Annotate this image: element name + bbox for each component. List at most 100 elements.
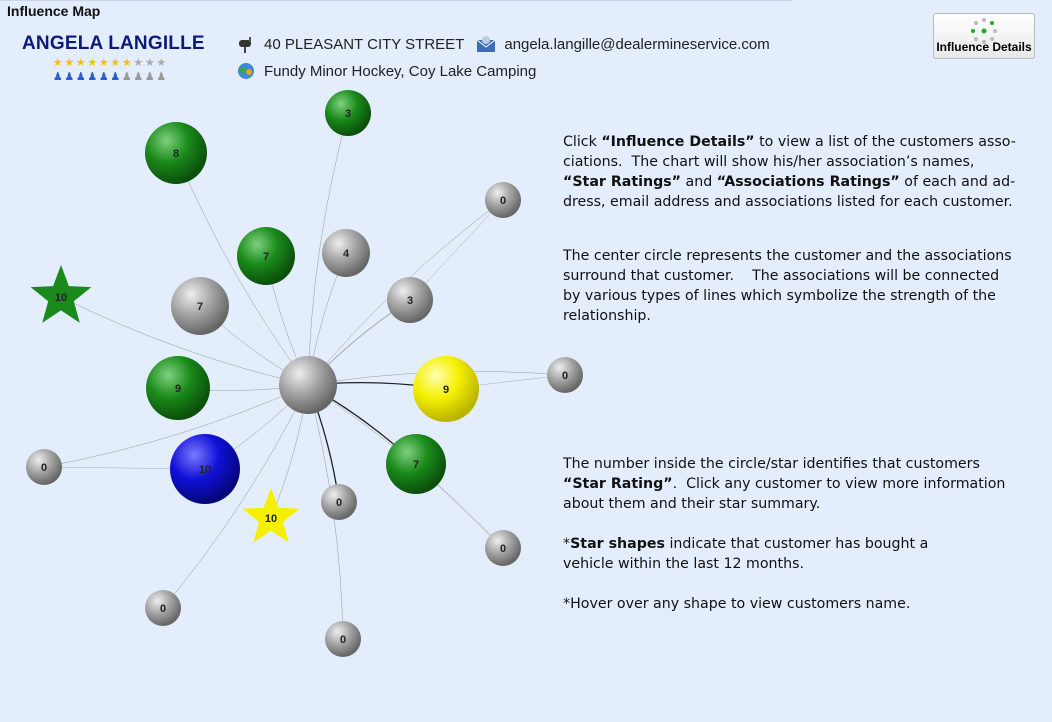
- circle-shape: [145, 122, 207, 184]
- help-line: The number inside the circle/star identi…: [563, 456, 980, 472]
- association-node[interactable]: 0: [485, 530, 521, 566]
- association-person-icon: ♟: [133, 71, 144, 83]
- association-node[interactable]: 0: [325, 621, 361, 657]
- rating-star-icon: ★: [52, 57, 63, 69]
- influence-network-icon: [971, 18, 997, 44]
- association-node[interactable]: 9: [146, 356, 210, 420]
- circle-shape: [170, 434, 240, 504]
- association-person-icon: ♟: [144, 71, 155, 83]
- circle-shape: [413, 356, 479, 422]
- email-text: angela.langille@dealermineservice.com: [504, 35, 770, 53]
- association-person-icon: ♟: [156, 71, 167, 83]
- rating-star-icon: ★: [156, 57, 167, 69]
- association-node[interactable]: 10: [242, 488, 300, 543]
- circle-shape: [547, 357, 583, 393]
- association-person-icon: ♟: [121, 71, 132, 83]
- association-node[interactable]: 7: [386, 434, 446, 494]
- circle-shape: [279, 356, 337, 414]
- circle-shape: [237, 227, 295, 285]
- circle-shape: [146, 356, 210, 420]
- connection-line: [162, 384, 309, 609]
- help-line: “Star Ratings” and “Associations Ratings…: [563, 174, 1016, 190]
- customer-ratings: ★★★★★★★★★★ ♟♟♟♟♟♟♟♟♟♟: [52, 56, 167, 84]
- email-icon: [477, 36, 496, 52]
- association-person-icon: ♟: [75, 71, 86, 83]
- help-line: [563, 514, 1005, 534]
- star-rating-label: 10: [265, 513, 277, 525]
- association-person-icon: ♟: [52, 71, 63, 83]
- circle-shape: [325, 621, 361, 657]
- circle-shape: [145, 590, 181, 626]
- association-node[interactable]: 0: [321, 484, 357, 520]
- association-node[interactable]: 3: [387, 277, 433, 323]
- help-line: Click “Influence Details” to view a list…: [563, 134, 1016, 150]
- association-node[interactable]: 0: [26, 449, 62, 485]
- star-rating-label: 3: [345, 108, 351, 120]
- rating-star-icon: ★: [121, 57, 132, 69]
- circle-shape: [485, 182, 521, 218]
- associations-row: Fundy Minor Hockey, Coy Lake Camping: [236, 62, 536, 80]
- association-node[interactable]: 7: [171, 277, 229, 335]
- star-shape: [30, 265, 92, 323]
- help-paragraph-details: Click “Influence Details” to view a list…: [563, 132, 1016, 212]
- star-rating-label: 4: [343, 248, 350, 260]
- help-line: [563, 574, 1005, 594]
- mailbox-icon: [239, 37, 251, 53]
- star-rating-label: 0: [562, 370, 568, 382]
- association-node[interactable]: 8: [145, 122, 207, 184]
- association-node[interactable]: 4: [322, 229, 370, 277]
- influence-details-button[interactable]: Influence Details: [933, 13, 1035, 59]
- circle-shape: [171, 277, 229, 335]
- association-node[interactable]: 3: [325, 90, 371, 136]
- star-rating-label: 7: [263, 251, 269, 263]
- rating-star-icon: ★: [75, 57, 86, 69]
- star-rating-label: 7: [197, 301, 203, 313]
- rating-star-icon: ★: [87, 57, 98, 69]
- circle-shape: [387, 277, 433, 323]
- association-person-icon: ♟: [87, 71, 98, 83]
- association-node[interactable]: 10: [30, 265, 92, 323]
- star-rating-label: 0: [336, 497, 342, 509]
- associations-globe-icon: [238, 63, 254, 79]
- center-customer-node[interactable]: [279, 356, 337, 414]
- association-node[interactable]: 0: [547, 357, 583, 393]
- association-rating: ♟♟♟♟♟♟♟♟♟♟: [52, 70, 167, 84]
- help-line: vehicle within the last 12 months.: [563, 556, 804, 572]
- customer-name: ANGELA LANGILLE: [22, 33, 205, 54]
- association-person-icon: ♟: [64, 71, 75, 83]
- help-line: ciations. The chart will show his/her as…: [563, 154, 975, 170]
- help-paragraph-center: The center circle represents the custome…: [563, 246, 1012, 326]
- star-rating-label: 10: [199, 464, 211, 476]
- circle-shape: [386, 434, 446, 494]
- association-node[interactable]: 7: [237, 227, 295, 285]
- star-rating-label: 10: [55, 292, 67, 304]
- address-text: 40 PLEASANT CITY STREET: [264, 35, 465, 53]
- connection-line: [43, 384, 309, 468]
- top-divider: [0, 0, 792, 1]
- star-rating-label: 9: [443, 384, 449, 396]
- influence-details-label: Influence Details: [936, 40, 1032, 54]
- connection-line: [307, 112, 349, 386]
- circle-shape: [485, 530, 521, 566]
- help-line: *Hover over any shape to view customers …: [563, 596, 911, 612]
- association-node[interactable]: 9: [413, 356, 479, 422]
- rating-star-icon: ★: [144, 57, 155, 69]
- rating-star-icon: ★: [133, 57, 144, 69]
- help-line: about them and their star summary.: [563, 496, 821, 512]
- rating-star-icon: ★: [98, 57, 109, 69]
- star-rating-label: 7: [413, 459, 419, 471]
- association-node[interactable]: 0: [145, 590, 181, 626]
- associations-text: Fundy Minor Hockey, Coy Lake Camping: [264, 62, 537, 80]
- association-node[interactable]: 10: [170, 434, 240, 504]
- circle-shape: [321, 484, 357, 520]
- help-line: surround that customer. The associations…: [563, 268, 1000, 284]
- circle-shape: [26, 449, 62, 485]
- help-line: “Star Rating”. Click any customer to vie…: [563, 476, 1006, 492]
- connection-line: [175, 152, 309, 386]
- star-shape: [242, 488, 300, 543]
- circle-shape: [322, 229, 370, 277]
- star-rating-label: 9: [175, 383, 181, 395]
- connection-line: [60, 296, 309, 386]
- address-row: 40 PLEASANT CITY STREET angela.langille@…: [236, 35, 770, 53]
- association-node[interactable]: 0: [485, 182, 521, 218]
